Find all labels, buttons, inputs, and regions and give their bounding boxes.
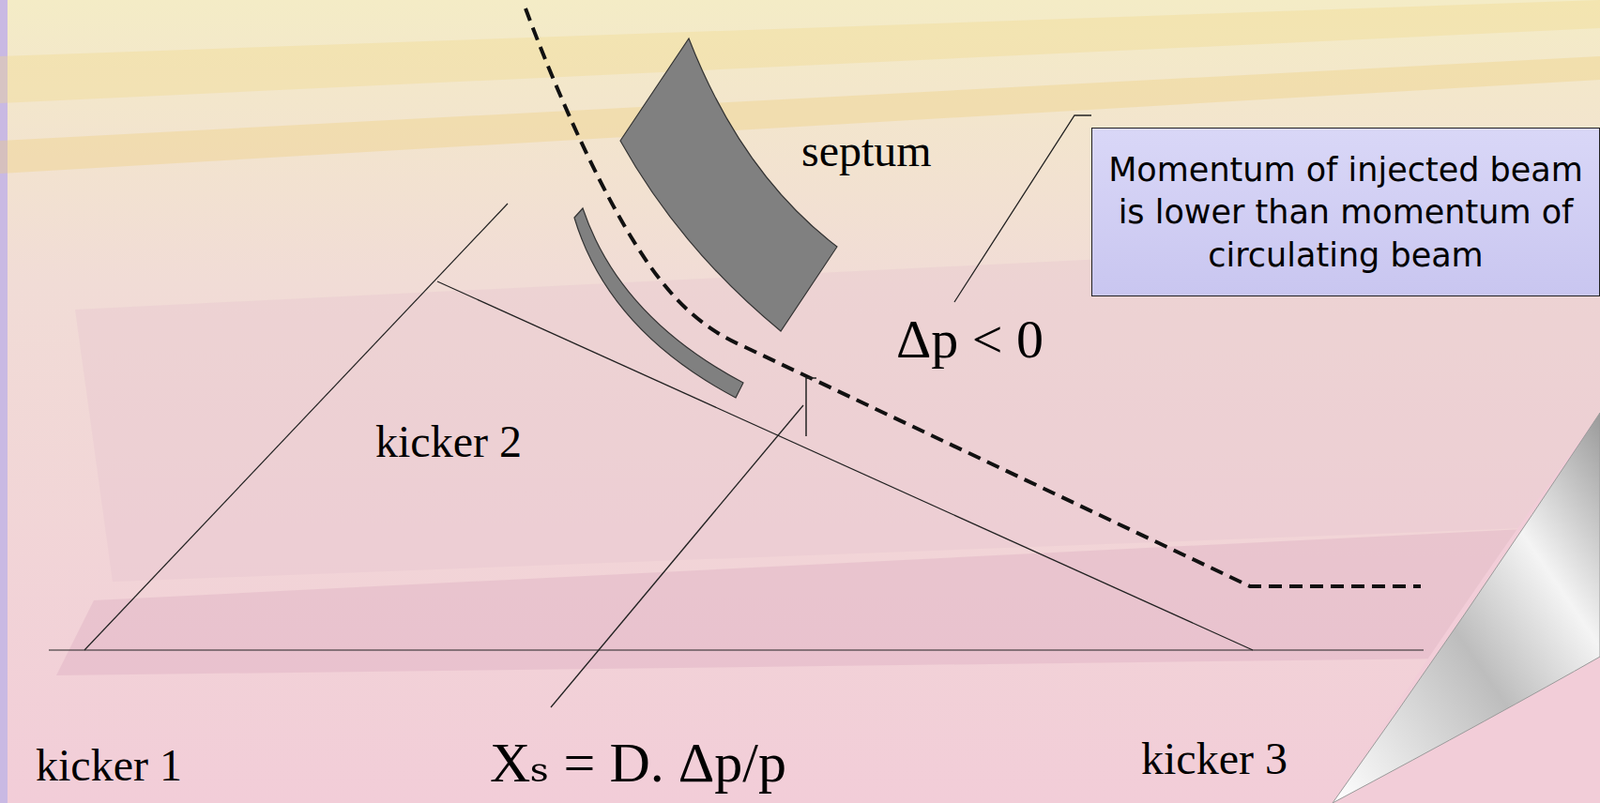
magnet-row	[56, 525, 1600, 676]
page-under-curl	[1332, 412, 1600, 803]
reference-orbit	[48, 650, 1424, 652]
tunnel-photo	[0, 0, 1600, 676]
edge-strip	[0, 0, 8, 803]
note-box: Momentum of injected beam is lower than …	[1091, 127, 1600, 298]
component-label: kicker 3	[1141, 734, 1288, 785]
formula-label: Xₛ = D. Δp/p	[489, 731, 787, 794]
injected-beam	[525, 8, 1421, 587]
leader-line	[550, 405, 804, 708]
momentum-label: Δp < 0	[896, 309, 1044, 370]
bump-trajectory	[437, 281, 1253, 651]
leader-line	[954, 115, 1092, 303]
component-label: septum	[801, 126, 932, 177]
septum-blade	[574, 208, 744, 398]
component-label: kicker 2	[375, 417, 522, 468]
displacement-tick	[805, 377, 808, 437]
displacement-tick	[806, 377, 817, 380]
septum-magnet	[620, 38, 838, 332]
note-text: Momentum of injected beam is lower than …	[1092, 149, 1600, 278]
page-curl	[1332, 412, 1600, 803]
component-label: kicker 1	[35, 741, 183, 792]
